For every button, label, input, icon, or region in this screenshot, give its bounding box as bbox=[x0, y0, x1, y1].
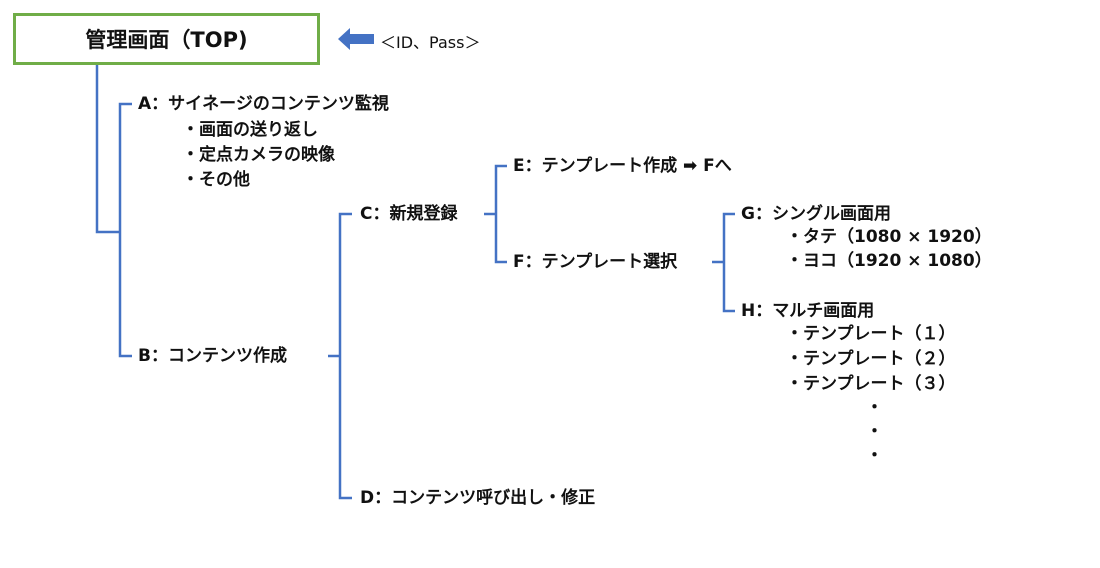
node-g-item: ・ヨコ（1920 × 1080） bbox=[786, 251, 992, 271]
node-a-label[interactable]: A：サイネージのコンテンツ監視 bbox=[138, 94, 389, 114]
node-g-label[interactable]: G：シングル画面用 bbox=[741, 204, 891, 224]
node-d-label[interactable]: D：コンテンツ呼び出し・修正 bbox=[360, 488, 596, 508]
node-h-item: ・テンプレート（２） bbox=[786, 349, 956, 369]
node-e-label[interactable]: E：テンプレート作成 ➡ Fへ bbox=[513, 156, 732, 176]
connector-root bbox=[95, 65, 120, 234]
node-a-item: ・定点カメラの映像 bbox=[182, 145, 335, 165]
node-b-label[interactable]: B：コンテンツ作成 bbox=[138, 346, 287, 366]
node-f-label[interactable]: F：テンプレート選択 bbox=[513, 252, 678, 272]
node-h-item: ・テンプレート（１） bbox=[786, 324, 956, 344]
bracket-c bbox=[494, 164, 507, 264]
node-g-item: ・タテ（1080 × 1920） bbox=[786, 227, 992, 247]
ellipsis-dot: ・ bbox=[866, 422, 883, 442]
node-h-item: ・テンプレート（３） bbox=[786, 374, 956, 394]
bracket-b bbox=[338, 212, 352, 500]
bracket-root bbox=[118, 102, 132, 358]
ellipsis-dot: ・ bbox=[866, 446, 883, 466]
root-node[interactable]: 管理画面（TOP) bbox=[13, 13, 320, 65]
node-h-label[interactable]: H：マルチ画面用 bbox=[741, 301, 875, 321]
login-note: ＜ID、Pass＞ bbox=[380, 33, 481, 52]
ellipsis-dot: ・ bbox=[866, 398, 883, 418]
node-a-item: ・その他 bbox=[182, 170, 250, 190]
left-arrow-icon bbox=[338, 28, 374, 50]
node-a-item: ・画面の送り返し bbox=[182, 120, 318, 140]
root-label: 管理画面（TOP) bbox=[85, 28, 248, 52]
node-c-label[interactable]: C：新規登録 bbox=[360, 204, 458, 224]
bracket-f bbox=[722, 212, 735, 313]
